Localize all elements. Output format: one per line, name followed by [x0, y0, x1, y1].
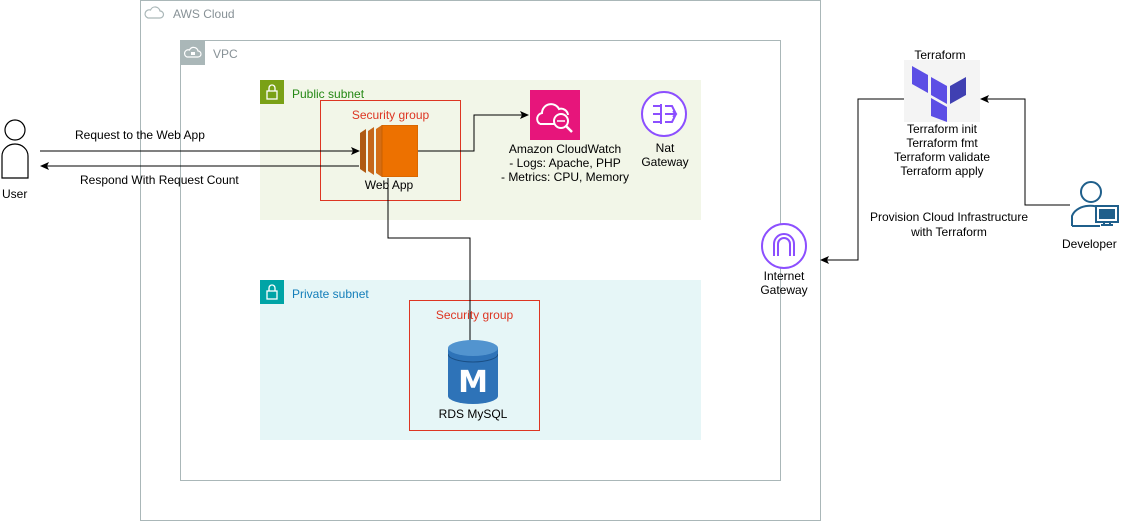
terraform-commands: Terraform init Terraform fmt Terraform v…	[882, 122, 1002, 178]
public-lock-icon	[260, 80, 284, 107]
private-lock-icon	[260, 280, 284, 307]
terraform-node: Terraform Terraform init Terraform fmt T…	[890, 46, 1000, 178]
public-subnet-label: Public subnet	[292, 87, 365, 101]
cloudwatch-label-line-1: Amazon CloudWatch	[508, 142, 622, 156]
terraform-logo-icon	[904, 60, 980, 125]
internet-gateway-label-line-1: Internet	[763, 269, 805, 283]
developer-icon	[1070, 180, 1120, 233]
internet-gateway-label-line-2: Gateway	[760, 283, 808, 297]
provision-edge-label-line-1: Provision Cloud Infrastructure	[869, 210, 1029, 224]
security-group-private-label: Security group	[435, 308, 514, 322]
nat-gateway-label: Nat Gateway	[638, 141, 692, 169]
provision-edge-label: Provision Cloud Infrastructure with Terr…	[862, 210, 1036, 240]
nat-gateway-node: Nat Gateway	[638, 90, 692, 172]
public-subnet-group: Public subnet	[260, 80, 701, 220]
provision-edge-label-line-2: with Terraform	[911, 225, 987, 239]
request-edge-label: Request to the Web App	[75, 128, 205, 142]
user-person-icon	[0, 118, 30, 183]
private-subnet-label: Private subnet	[292, 287, 369, 301]
cloud-icon	[143, 3, 165, 26]
terraform-title: Terraform	[914, 48, 966, 62]
internet-gateway-icon	[760, 222, 808, 273]
vpc-lock-cloud-icon	[181, 41, 205, 68]
cloudwatch-label-line-2: - Logs: Apache, PHP	[509, 156, 621, 170]
cloudwatch-label-line-3: - Metrics: CPU, Memory	[500, 170, 629, 184]
vpc-label: VPC	[213, 47, 238, 61]
security-group-public-label: Security group	[351, 108, 430, 122]
developer-to-terraform-edge	[980, 95, 1070, 206]
rds-mysql-node: M RDS MySQL	[438, 340, 508, 424]
respond-edge-label: Respond With Request Count	[80, 173, 239, 187]
developer-node: Developer	[1058, 180, 1120, 254]
security-group-private: Security group	[409, 300, 540, 431]
internet-gateway-label: Internet Gateway	[749, 269, 819, 297]
cloudwatch-label: Amazon CloudWatch - Logs: Apache, PHP - …	[490, 142, 640, 184]
terraform-command-init: Terraform init	[906, 122, 977, 136]
terraform-command-fmt: Terraform fmt	[906, 136, 978, 150]
web-app-label: Web App	[364, 178, 414, 192]
terraform-command-validate: Terraform validate	[893, 150, 991, 164]
terraform-command-apply: Terraform apply	[900, 164, 984, 178]
nat-gateway-label-line-1: Nat	[655, 141, 675, 155]
webapp-to-cloudwatch-edge	[417, 111, 529, 152]
cloudwatch-node: Amazon CloudWatch - Logs: Apache, PHP - …	[490, 90, 660, 190]
aws-cloud-label: AWS Cloud	[173, 7, 235, 21]
internet-gateway-node: Internet Gateway	[755, 222, 813, 298]
rds-database-icon: M	[447, 340, 499, 407]
rds-glyph: M	[458, 365, 488, 400]
nat-gateway-label-line-2: Gateway	[641, 155, 689, 169]
nat-gateway-icon	[640, 90, 688, 141]
terraform-to-igw-edge	[820, 98, 904, 264]
ec2-instances-icon	[360, 124, 419, 180]
webapp-to-rds-edge	[387, 178, 474, 351]
rds-mysql-label: RDS MySQL	[438, 407, 508, 421]
user-label: User	[2, 187, 28, 201]
user-node: User	[0, 118, 30, 208]
web-app-node: Web App	[360, 124, 419, 195]
developer-label: Developer	[1062, 237, 1117, 251]
cloudwatch-icon	[530, 90, 580, 143]
